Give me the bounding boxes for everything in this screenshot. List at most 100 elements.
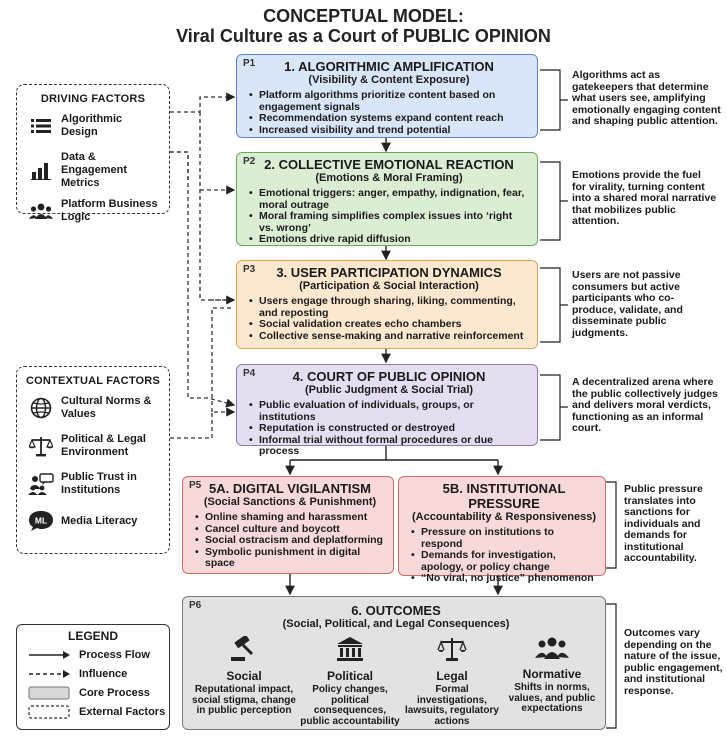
bar-chart-icon — [27, 159, 55, 183]
outcome-desc: Policy changes, political consequences, … — [300, 684, 400, 727]
bullet: Online shaming and harassment — [195, 511, 385, 524]
diagram-title-line1: CONCEPTUAL MODEL: — [263, 6, 464, 26]
legend-label: Influence — [79, 668, 128, 680]
bullet: Public evaluation of individuals, groups… — [249, 399, 529, 423]
ml-icon: ML — [27, 509, 55, 533]
dashed-box-icon — [25, 705, 73, 719]
box-tag: P3 — [243, 264, 256, 275]
process-box-p6: P6 6. OUTCOMES (Social, Political, and L… — [182, 596, 606, 730]
factor-data-engagement: Data & Engagement Metrics — [27, 151, 161, 190]
factor-public-trust: Public Trust in Institutions — [27, 471, 161, 497]
box-bullets: Emotional triggers: anger, empathy, indi… — [249, 187, 529, 246]
bullet: “No viral, no justice” phenomenon — [411, 572, 597, 585]
bullet: Social ostracism and deplatforming — [195, 534, 385, 547]
process-box-p5a: P5 5A. DIGITAL VIGILANTISM (Social Sanct… — [182, 476, 394, 574]
bullet: Reputation is constructed or destroyed — [249, 422, 529, 435]
bullet: Emotions drive rapid diffusion — [249, 233, 529, 246]
note-p4: A decentralized arena where the public c… — [572, 376, 718, 434]
influence-driving-to-p4 — [170, 151, 236, 408]
outcome-desc: Shifts in norms, values, and public expe… — [508, 682, 596, 714]
process-box-p5b: 5B. INSTITUTIONAL PRESSURE (Accountabili… — [398, 476, 606, 584]
ml-badge-text: ML — [35, 516, 47, 526]
group-chat-icon — [27, 472, 55, 496]
bullet: Informal trial without formal procedures… — [249, 434, 529, 458]
influence-driving-to-p1 — [170, 92, 236, 113]
factor-label: Algorithmic Design — [61, 113, 123, 138]
contextual-factors-panel: CONTEXTUAL FACTORS Cultural Norms & Valu… — [16, 366, 170, 554]
box-subtitle: (Public Judgment & Social Trial) — [304, 384, 474, 396]
process-box-p2: P2 2. COLLECTIVE EMOTIONAL REACTION (Emo… — [236, 152, 538, 246]
legend-item-influence: Influence — [25, 667, 169, 681]
bullet: Platform algorithms prioritize content b… — [249, 89, 529, 113]
process-box-p4: P4 4. COURT OF PUBLIC OPINION (Public Ju… — [236, 364, 538, 457]
box-bullets: Users engage through sharing, liking, co… — [249, 295, 529, 342]
outcome-political: Political Policy changes, political cons… — [298, 636, 402, 727]
factor-label: Cultural Norms & Values — [61, 395, 152, 420]
legend-item-core-process: Core Process — [25, 686, 169, 700]
box-title: 5A. DIGITAL VIGILANTISM — [208, 481, 372, 496]
box-tag: P4 — [243, 368, 256, 379]
dashed-arrow-icon — [25, 667, 73, 681]
factor-label: Public Trust in Institutions — [61, 471, 137, 496]
bracket-p4 — [540, 374, 568, 441]
box-bullets: Online shaming and harassment Cancel cul… — [195, 511, 385, 570]
scales-icon — [437, 638, 467, 666]
bullet: Symbolic punishment in digital space — [195, 546, 385, 570]
process-box-p1: P1 1. ALGORITHMIC AMPLIFICATION (Visibil… — [236, 54, 538, 138]
bullet: Demands for investigation, apology, or p… — [411, 549, 597, 573]
box-bullets: Public evaluation of individuals, groups… — [249, 399, 529, 458]
box-title: 4. COURT OF PUBLIC OPINION — [292, 369, 486, 384]
outcome-desc: Formal investigations, lawsuits, regulat… — [405, 684, 499, 727]
bullet: Cancel culture and boycott — [195, 523, 385, 536]
legend: LEGEND Process Flow Influence Core Proce… — [16, 624, 170, 730]
process-box-p3: P3 3. USER PARTICIPATION DYNAMICS (Parti… — [236, 260, 538, 349]
outcome-legal: Legal Formal investigations, lawsuits, r… — [400, 636, 504, 727]
box-subtitle: (Visibility & Content Exposure) — [308, 74, 470, 86]
legend-title: LEGEND — [67, 629, 118, 643]
factor-label: Media Literacy — [61, 514, 138, 527]
note-p6: Outcomes vary depending on the nature of… — [624, 627, 723, 697]
bullet: Moral framing simplifies complex issues … — [249, 210, 529, 234]
influence-context-to-p4 — [170, 407, 236, 439]
box-tag: P1 — [243, 58, 256, 69]
scales-icon — [27, 434, 55, 458]
note-p2: Emotions provide the fuel for virality, … — [572, 169, 717, 227]
factor-label: Data & Engagement Metrics — [61, 151, 128, 189]
bullet: Social validation creates echo chambers — [249, 318, 529, 331]
legend-item-process-flow: Process Flow — [25, 648, 169, 662]
bracket-p6 — [606, 603, 617, 729]
box-title: 2. COLLECTIVE EMOTIONAL REACTION — [264, 157, 514, 172]
factor-cultural-norms: Cultural Norms & Values — [27, 395, 161, 421]
outcome-title: Normative — [522, 667, 582, 681]
legend-label: External Factors — [79, 706, 166, 718]
note-p5: Public pressure translates into sanction… — [624, 483, 703, 564]
bracket-p3 — [540, 267, 568, 343]
outcome-desc: Reputational impact, social stigma, chan… — [192, 684, 296, 716]
solid-arrow-icon — [25, 648, 73, 662]
people-group-icon — [535, 637, 569, 664]
globe-icon — [27, 396, 55, 420]
driving-factors-panel: DRIVING FACTORS Algorithmic Design Data … — [16, 84, 170, 223]
box-tag: P2 — [243, 156, 256, 167]
factor-political-legal: Political & Legal Environment — [27, 433, 161, 459]
influence-context-to-p3 — [211, 307, 234, 412]
list-icon — [27, 114, 55, 138]
contextual-factors-title: CONTEXTUAL FACTORS — [26, 375, 160, 387]
bullet: Users engage through sharing, liking, co… — [249, 295, 529, 319]
box-subtitle: (Participation & Social Interaction) — [299, 280, 479, 292]
factor-label: Platform Business Logic — [61, 198, 158, 223]
box-bullets: Platform algorithms prioritize content b… — [249, 89, 529, 137]
diagram-title-line2: Viral Culture as a Court of PUBLIC OPINI… — [176, 26, 551, 46]
box-subtitle: (Emotions & Moral Framing) — [315, 172, 463, 184]
bullet: Increased visibility and trend potential — [249, 124, 529, 137]
outcome-title: Social — [226, 669, 262, 683]
box-tag: P5 — [189, 480, 202, 491]
factor-platform-business: Platform Business Logic — [27, 198, 161, 224]
factor-algorithmic-design: Algorithmic Design — [27, 113, 161, 139]
people-icon — [27, 199, 55, 223]
gavel-icon — [229, 635, 259, 666]
driving-factors-title: DRIVING FACTORS — [40, 93, 146, 105]
legend-label: Process Flow — [79, 649, 150, 661]
outcome-normative: Normative Shifts in norms, values, and p… — [500, 636, 604, 715]
